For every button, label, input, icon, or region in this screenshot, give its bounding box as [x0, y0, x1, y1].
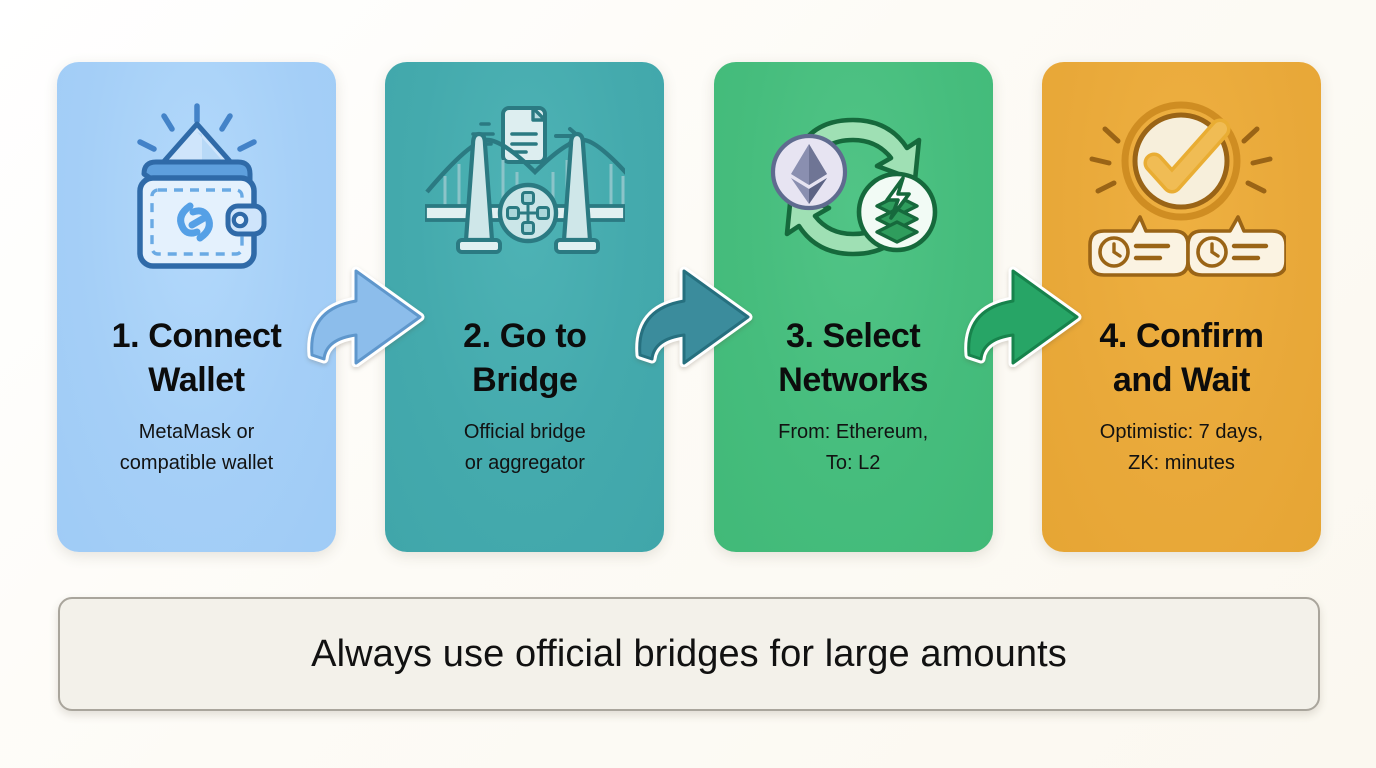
step-title: 3. Select Networks [778, 317, 929, 400]
step-subtitle: From: Ethereum, To: L2 [778, 421, 929, 474]
steps-row: 1. Connect Wallet MetaMask or compatible… [57, 62, 1321, 552]
network-swap-icon [714, 62, 993, 312]
step-card-select-networks[interactable]: 3. Select Networks From: Ethereum, To: L… [713, 62, 993, 552]
suspension-bridge-icon [385, 62, 664, 312]
banner-text: Always use official bridges for large am… [311, 632, 1067, 675]
step-title: 4. Confirm and Wait [1099, 317, 1264, 400]
step-subtitle: MetaMask or compatible wallet [119, 421, 274, 474]
step-card-confirm-and-wait[interactable]: 4. Confirm and Wait Optimistic: 7 days, … [1041, 62, 1321, 552]
step-card-go-to-bridge[interactable]: 2. Go to Bridge Official bridge or aggre… [385, 62, 665, 552]
step-title: 1. Connect Wallet [111, 317, 282, 400]
wallet-with-link-and-up-arrow-icon [57, 62, 336, 312]
step-title: 2. Go to Bridge [463, 317, 587, 400]
checkmark-badge-with-clocks-icon [1042, 62, 1321, 312]
footer-banner: Always use official bridges for large am… [58, 597, 1320, 711]
step-subtitle: Optimistic: 7 days, ZK: minutes [1099, 421, 1264, 474]
step-card-connect-wallet[interactable]: 1. Connect Wallet MetaMask or compatible… [57, 62, 336, 552]
step-subtitle: Official bridge or aggregator [463, 421, 586, 474]
